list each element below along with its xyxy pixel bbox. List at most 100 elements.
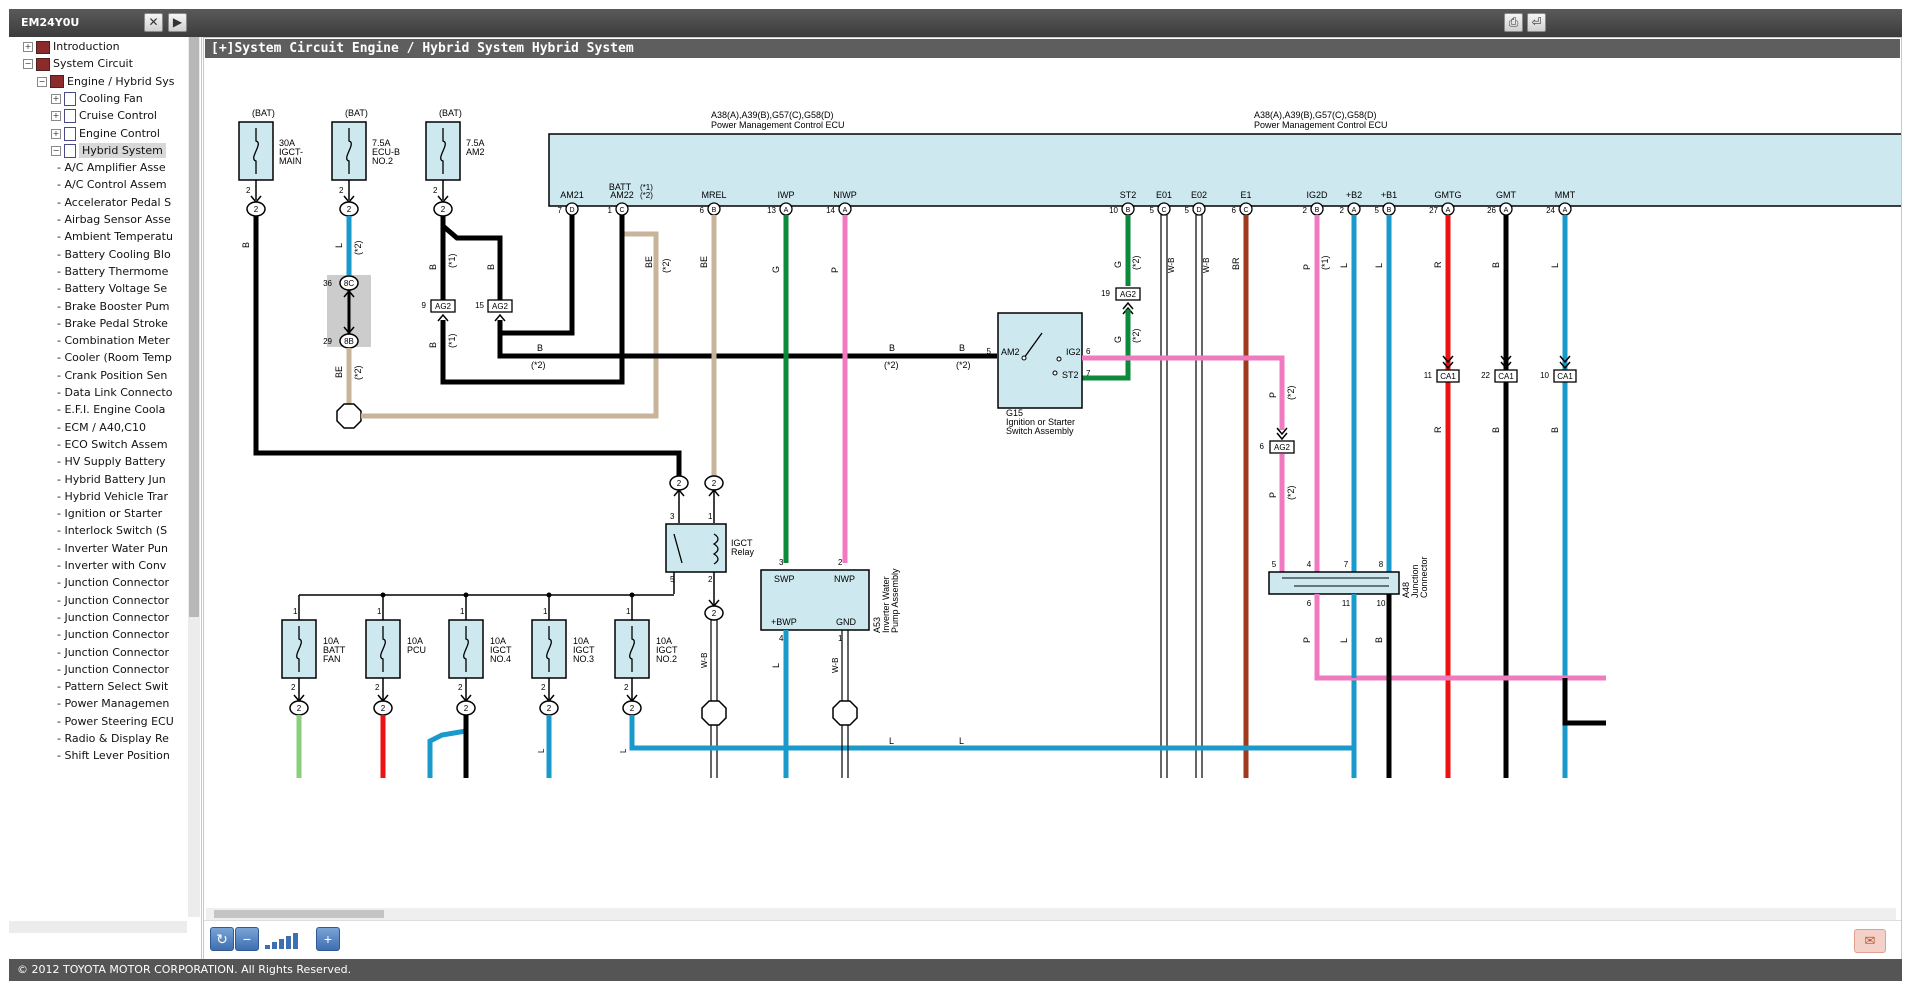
pin-number: 1 <box>377 607 382 616</box>
wire-color-label: L <box>1550 263 1560 268</box>
tree-item[interactable]: - Brake Booster Pum <box>57 297 169 317</box>
sidebar-scroll-thumb[interactable] <box>189 37 199 617</box>
pin-number: 1 <box>460 607 465 616</box>
zoom-level-indicator[interactable] <box>265 929 313 949</box>
tree-item[interactable]: - Pattern Select Swit <box>57 677 168 697</box>
fuse-symbol <box>546 626 552 672</box>
tree-item[interactable]: - E.F.I. Engine Coola <box>57 400 165 420</box>
tree-item[interactable]: - Airbag Sensor Asse <box>57 210 171 230</box>
tree-dash: - <box>57 230 65 244</box>
tree-item[interactable]: - Data Link Connecto <box>57 383 172 403</box>
tree-item[interactable]: - Junction Connector <box>57 608 169 628</box>
pin-letter: C <box>1243 207 1248 214</box>
tree-item[interactable]: −System Circuit <box>23 54 133 74</box>
expand-panel-button[interactable]: ▶ <box>168 13 187 32</box>
tree-item[interactable]: - ECM / A40,C10 <box>57 418 146 438</box>
zoom-in-button[interactable]: + <box>316 927 340 951</box>
fuse-label: FAN <box>323 654 341 664</box>
tree-item[interactable]: - Battery Thermome <box>57 262 168 282</box>
tree-item[interactable]: - HV Supply Battery <box>57 452 165 472</box>
wire-color-label: B <box>241 242 251 248</box>
tree-item-label: Data Link Connecto <box>64 386 173 399</box>
rotate-button[interactable]: ↻ <box>210 927 234 951</box>
tree-dash: - <box>57 645 65 659</box>
tree-item[interactable]: - Cooler (Room Temp <box>57 348 172 368</box>
tree-item[interactable]: - Battery Cooling Blo <box>57 245 171 265</box>
wire-gmt-out <box>1562 678 1606 726</box>
pin-number: 2 <box>630 704 635 713</box>
expand-icon[interactable]: + <box>51 93 61 104</box>
tree-item[interactable]: - Junction Connector <box>57 591 169 611</box>
wire-color-label: BE <box>699 256 709 268</box>
relay-coil <box>712 533 719 565</box>
tree-item[interactable]: - Brake Pedal Stroke <box>57 314 168 334</box>
close-panel-button[interactable]: ✕ <box>144 13 163 32</box>
tree-item[interactable]: - Battery Voltage Se <box>57 279 167 299</box>
collapse-icon[interactable]: − <box>37 76 47 87</box>
collapse-icon[interactable]: − <box>23 59 33 70</box>
tree-item[interactable]: - Inverter with Conv <box>57 556 166 576</box>
collapse-icon[interactable]: − <box>51 145 61 156</box>
ecu-pin-name: MREL <box>701 190 726 200</box>
tree-item[interactable]: - Junction Connector <box>57 625 169 645</box>
zoom-out-button[interactable]: − <box>235 927 259 951</box>
tree-item[interactable]: +Cruise Control <box>51 106 157 126</box>
sidebar-vertical-scrollbar[interactable] <box>188 37 200 917</box>
message-button[interactable]: ✉ <box>1854 929 1886 953</box>
tree-item[interactable]: - Combination Meter <box>57 331 170 351</box>
pin-number: 2 <box>541 683 546 692</box>
ecu-pin <box>615 202 629 216</box>
wire-note: (*2) <box>640 191 653 200</box>
tree-item[interactable]: +Introduction <box>23 37 120 57</box>
tree-item[interactable]: - A/C Control Assem <box>57 175 167 195</box>
print-button[interactable]: ⎙ <box>1504 13 1523 32</box>
ecu-pin <box>1157 202 1171 216</box>
pin-number: 6 <box>700 206 705 215</box>
expand-icon[interactable]: + <box>23 42 33 52</box>
tree-dash: - <box>57 368 65 382</box>
pin-number: 13 <box>767 206 776 215</box>
sidebar-horizontal-scrollbar[interactable] <box>9 921 187 933</box>
tree-item[interactable]: - Ignition or Starter <box>57 504 162 524</box>
tree-dash: - <box>57 455 65 469</box>
diagram-horizontal-scrollbar[interactable] <box>206 908 1896 920</box>
fuse-label: IGCT <box>490 645 512 655</box>
tree-item[interactable]: - Hybrid Battery Jun <box>57 470 166 490</box>
expand-icon[interactable]: + <box>51 111 61 122</box>
tree-item[interactable]: - Hybrid Vehicle Trar <box>57 487 168 507</box>
tree-item[interactable]: - Power Steering ECU <box>57 712 174 732</box>
wiring-diagram-viewport[interactable]: A38(A),A39(B),G57(C),G58(D)Power Managem… <box>204 58 1901 920</box>
back-button[interactable]: ⏎ <box>1527 13 1546 32</box>
wire-note: (*2) <box>956 360 971 370</box>
tree-item[interactable]: - Shift Lever Position <box>57 746 170 766</box>
tree-item[interactable]: - Inverter Water Pun <box>57 539 168 559</box>
tree-item[interactable]: - Ambient Temperatu <box>57 227 173 247</box>
pin-number: 10 <box>1109 206 1118 215</box>
fuse-label: BATT <box>323 645 346 655</box>
wire-color-label: B <box>486 264 496 270</box>
tree-item[interactable]: - Interlock Switch (S <box>57 521 167 541</box>
tree-item[interactable]: - Junction Connector <box>57 573 169 593</box>
pin-letter: A <box>1352 207 1357 214</box>
tree-item[interactable]: - Junction Connector <box>57 643 169 663</box>
pin-letter: B <box>1126 207 1131 214</box>
diagram-scroll-thumb[interactable] <box>214 910 384 918</box>
tree-item[interactable]: - Power Managemen <box>57 694 169 714</box>
tree-item-label: Junction Connector <box>64 645 170 659</box>
tree-item[interactable]: +Cooling Fan <box>51 89 143 109</box>
tree-item[interactable]: - Accelerator Pedal S <box>57 193 171 213</box>
tree-item[interactable]: - Junction Connector <box>57 660 169 680</box>
tree-item[interactable]: +Engine Control <box>51 124 160 144</box>
tree-dash: - <box>57 610 65 624</box>
wire-color-label: W-B <box>1167 258 1176 273</box>
tree-item[interactable]: - A/C Amplifier Asse <box>57 158 166 178</box>
pin-number: 2 <box>712 479 717 488</box>
tree-item[interactable]: - Crank Position Sen <box>57 366 167 386</box>
tree-item[interactable]: −Hybrid System <box>51 141 166 161</box>
tree-item[interactable]: −Engine / Hybrid Sys <box>37 72 174 92</box>
wire-note: (*1) <box>1320 255 1330 270</box>
expand-icon[interactable]: + <box>51 128 61 139</box>
pin-letter: A <box>784 207 789 214</box>
tree-item[interactable]: - Radio & Display Re <box>57 729 169 749</box>
tree-item[interactable]: - ECO Switch Assem <box>57 435 168 455</box>
